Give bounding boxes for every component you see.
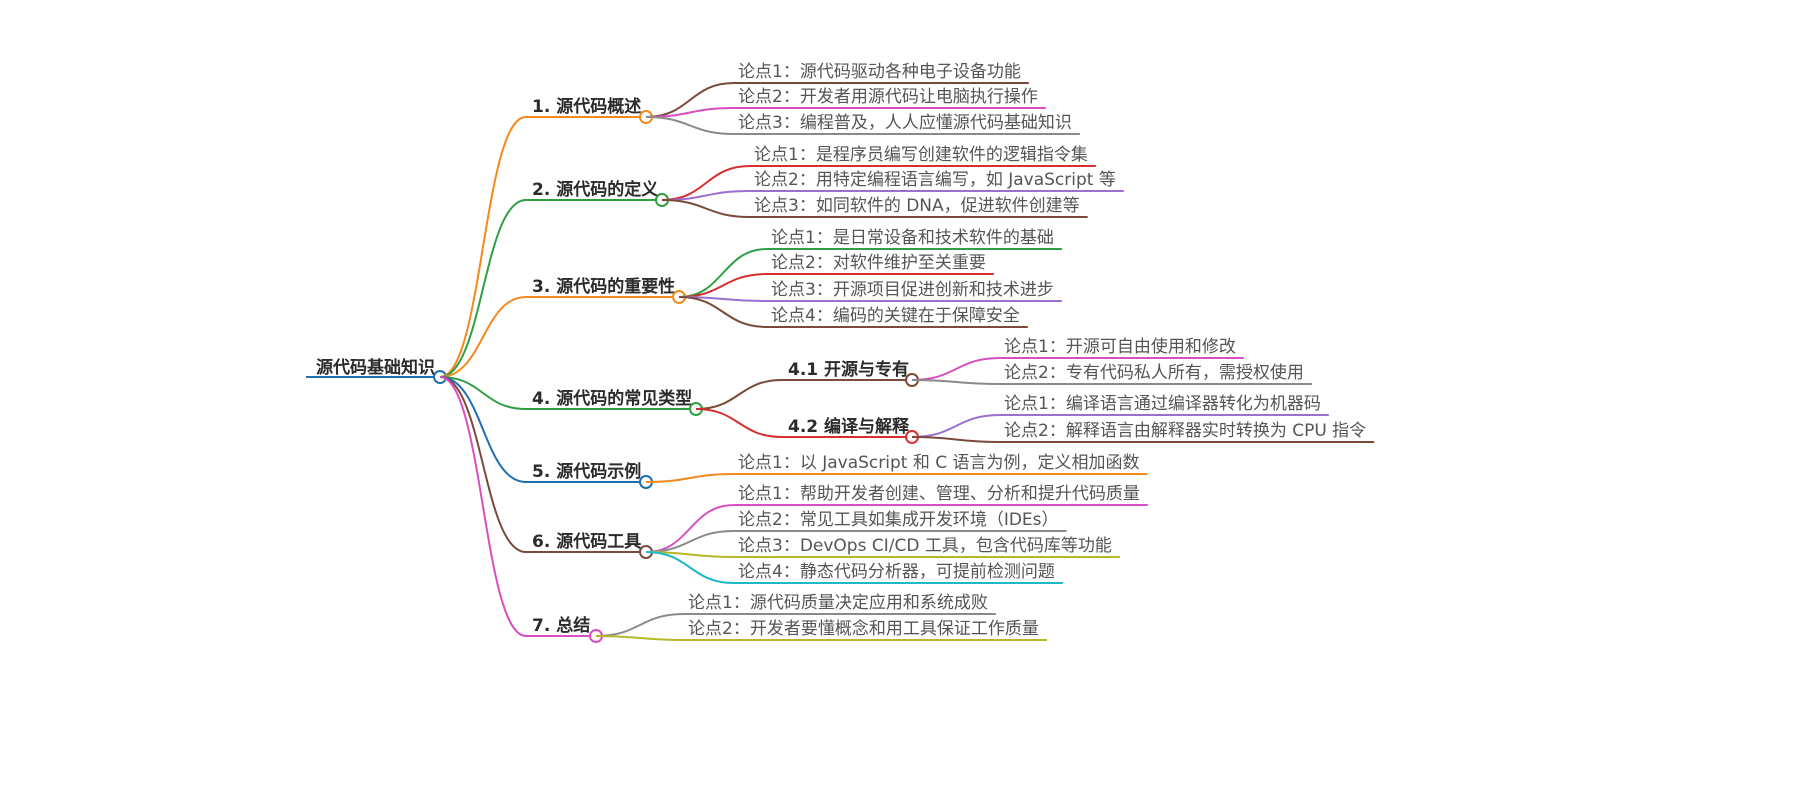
branch-3-leaf-1-connector (678, 248, 768, 298)
branch-4-label[interactable]: 4. 源代码的常见类型 (532, 388, 692, 409)
branch-2-leaf-3-label[interactable]: 论点3：如同软件的 DNA，促进软件创建等 (754, 196, 1080, 216)
branch-3-leaf-2-label[interactable]: 论点2：对软件维护至关重要 (771, 253, 986, 273)
branch-7-connector (439, 376, 527, 637)
branch-1-leaf-2-label[interactable]: 论点2：开发者用源代码让电脑执行操作 (738, 87, 1038, 107)
branch-2-label[interactable]: 2. 源代码的定义 (532, 179, 658, 200)
branch-4-connector (439, 376, 527, 410)
branch-4-sub-2-label[interactable]: 4.2 编译与解释 (788, 416, 910, 437)
branch-1-leaf-2-connector (645, 107, 735, 118)
branch-3-leaf-1-label[interactable]: 论点1：是日常设备和技术软件的基础 (771, 228, 1054, 248)
branch-3-connector (439, 296, 527, 378)
branch-6-leaf-2-connector (645, 530, 735, 553)
branch-4-sub-1-leaf-2-label[interactable]: 论点2：专有代码私人所有，需授权使用 (1004, 362, 1304, 383)
branch-6-leaf-4-label[interactable]: 论点4：静态代码分析器，可提前检测问题 (738, 562, 1055, 582)
branch-7-leaf-2-connector (595, 635, 685, 641)
branch-7-leaf-1-label[interactable]: 论点1：源代码质量决定应用和系统成败 (688, 593, 988, 613)
branch-6-leaf-1-connector (645, 504, 735, 553)
branch-4-sub-2-leaf-2-label[interactable]: 论点2：解释语言由解释器实时转换为 CPU 指令 (1004, 421, 1366, 441)
branch-5-leaf-1-connector (645, 473, 735, 483)
branch-6-leaf-1-label[interactable]: 论点1：帮助开发者创建、管理、分析和提升代码质量 (738, 484, 1140, 504)
branch-5-connector (439, 376, 527, 483)
branch-6-leaf-4-connector (645, 551, 735, 584)
branch-2-leaf-1-label[interactable]: 论点1：是程序员编写创建软件的逻辑指令集 (754, 145, 1088, 165)
branch-1-label[interactable]: 1. 源代码概述 (532, 96, 641, 117)
branch-3-leaf-4-connector (678, 296, 768, 328)
branch-1-leaf-3-connector (645, 116, 735, 135)
branch-6-leaf-2-label[interactable]: 论点2：常见工具如集成开发环境（IDEs） (738, 510, 1059, 530)
branch-3-leaf-4-label[interactable]: 论点4：编码的关键在于保障安全 (771, 306, 1020, 326)
branch-4-sub-1-leaf-1-connector (911, 357, 1001, 381)
branch-2-leaf-3-connector (661, 199, 751, 218)
branch-3-leaf-3-label[interactable]: 论点3：开源项目促进创新和技术进步 (771, 280, 1054, 300)
branch-4-sub-2-connector (695, 408, 783, 438)
branch-7-leaf-1-connector (595, 613, 685, 637)
branch-1-connector (439, 116, 527, 378)
branch-4-sub-2-leaf-1-connector (911, 414, 1001, 438)
branch-3-label[interactable]: 3. 源代码的重要性 (532, 276, 675, 297)
branch-4-sub-1-connector (695, 379, 783, 410)
branch-6-leaf-3-label[interactable]: 论点3：DevOps CI/CD 工具，包含代码库等功能 (738, 536, 1112, 556)
branch-4-sub-2-leaf-2-connector (911, 436, 1001, 443)
branch-2-connector (439, 199, 527, 378)
branch-4-sub-1-label[interactable]: 4.1 开源与专有 (788, 359, 909, 380)
branch-2-leaf-2-label[interactable]: 论点2：用特定编程语言编写，如 JavaScript 等 (754, 170, 1116, 190)
branch-7-leaf-2-label[interactable]: 论点2：开发者要懂概念和用工具保证工作质量 (688, 618, 1039, 639)
branch-6-connector (439, 376, 527, 553)
branch-1-leaf-1-label[interactable]: 论点1：源代码驱动各种电子设备功能 (738, 62, 1021, 82)
branch-2-leaf-2-connector (661, 190, 751, 201)
branch-5-label[interactable]: 5. 源代码示例 (532, 461, 641, 482)
branch-5-leaf-1-label[interactable]: 论点1：以 JavaScript 和 C 语言为例，定义相加函数 (738, 453, 1140, 473)
label-layer: 源代码基础知识 1. 源代码概述 论点1：源代码驱动各种电子设备功能论点2：开发者用… (316, 62, 1366, 639)
branch-4-sub-1-leaf-2-connector (911, 379, 1001, 385)
root-node-label[interactable]: 源代码基础知识 (316, 357, 435, 378)
branch-6-label[interactable]: 6. 源代码工具 (532, 531, 641, 552)
connector-layer (306, 82, 1375, 641)
branch-1-leaf-3-label[interactable]: 论点3：编程普及，人人应懂源代码基础知识 (738, 113, 1072, 133)
branch-4-sub-2-leaf-1-label[interactable]: 论点1：编译语言通过编译器转化为机器码 (1004, 394, 1321, 414)
branch-7-label[interactable]: 7. 总结 (532, 615, 590, 636)
branch-4-sub-1-leaf-1-label[interactable]: 论点1：开源可自由使用和修改 (1004, 336, 1236, 357)
branch-3-leaf-2-connector (678, 273, 768, 298)
